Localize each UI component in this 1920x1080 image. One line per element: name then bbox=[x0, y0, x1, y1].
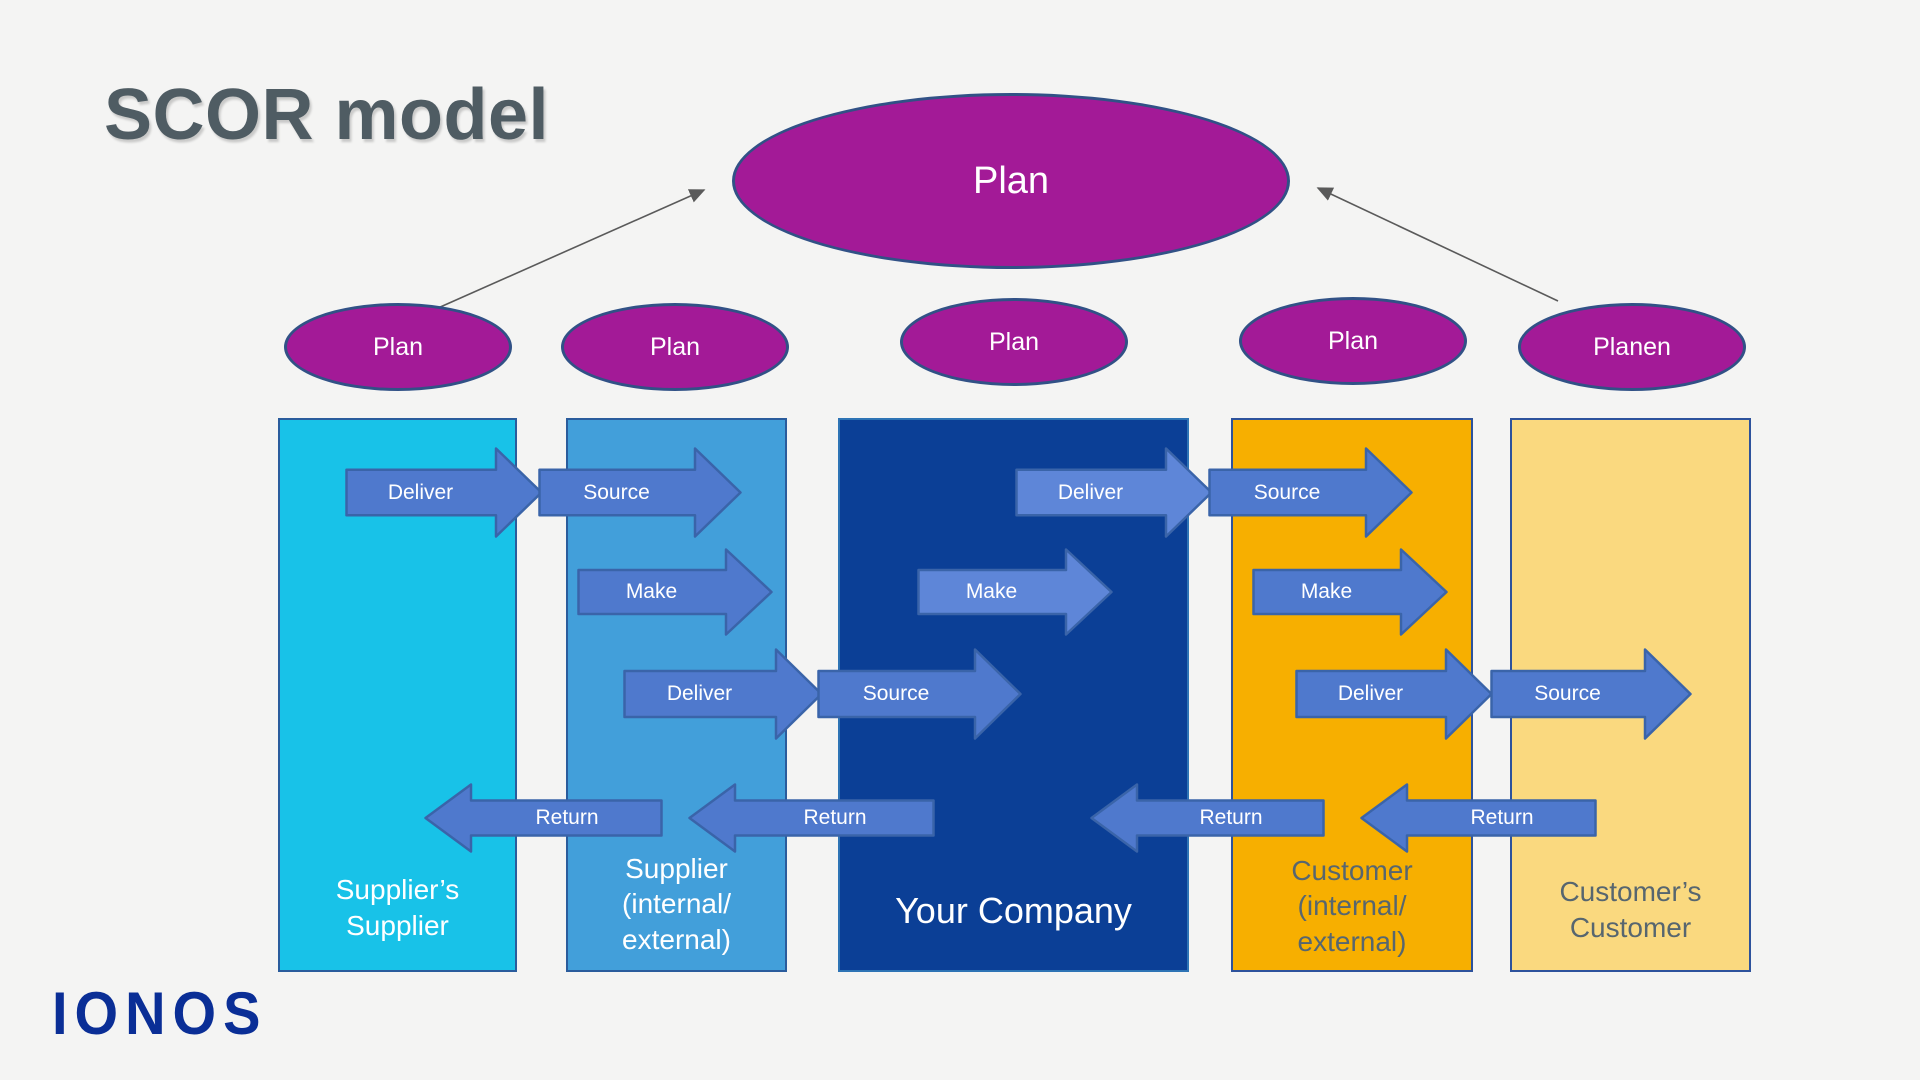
arrow-source-supplier: Source bbox=[538, 447, 742, 538]
block-arrow-shape bbox=[424, 783, 663, 853]
column-label: Your Company bbox=[895, 889, 1132, 931]
block-arrow-shape bbox=[1090, 783, 1325, 853]
block-arrow-shape bbox=[1252, 548, 1448, 636]
arrow-return-customer2-to-customer: Return bbox=[1360, 783, 1597, 853]
arrow-label: Return bbox=[803, 806, 867, 829]
block-arrow-shape bbox=[1360, 783, 1597, 853]
plan-ellipse-label: Plan bbox=[1327, 326, 1379, 355]
connector-arrow-left bbox=[437, 189, 706, 309]
plan-ellipse-label: Planen bbox=[1593, 332, 1671, 361]
column-label: Customer (internal/ external) bbox=[1291, 854, 1413, 958]
block-arrow-shape bbox=[1015, 447, 1213, 538]
arrow-label: Return bbox=[535, 806, 599, 829]
arrow-source-your-company: Source bbox=[817, 648, 1022, 740]
plan-hub-label: Plan bbox=[972, 159, 1050, 202]
column-label: Customer’s Customer bbox=[1559, 876, 1702, 944]
arrow-label: Return bbox=[1470, 806, 1534, 829]
arrow-make-your-company: Make bbox=[917, 548, 1113, 636]
arrow-source-customer2: Source bbox=[1490, 648, 1692, 740]
block-arrow-shape bbox=[1208, 447, 1413, 538]
arrow-label: Make bbox=[965, 580, 1018, 603]
arrow-label: Deliver bbox=[387, 480, 454, 504]
arrow-deliver-supplier2-to-supplier: Deliver bbox=[345, 447, 543, 538]
arrow-return-company-to-supplier: Return bbox=[688, 783, 935, 853]
arrow-label: Make bbox=[625, 580, 678, 603]
plan-ellipse-2: Plan bbox=[561, 303, 789, 391]
connector-arrow-right bbox=[1316, 187, 1559, 302]
plan-ellipse-label: Plan bbox=[372, 332, 424, 361]
arrow-label: Deliver bbox=[666, 682, 733, 705]
block-arrow-shape bbox=[345, 447, 543, 538]
arrow-make-supplier: Make bbox=[577, 548, 773, 636]
arrow-label: Make bbox=[1300, 580, 1353, 603]
arrow-deliver-company-to-customer: Deliver bbox=[1015, 447, 1213, 538]
arrow-return-customer-to-company: Return bbox=[1090, 783, 1325, 853]
column-label: Supplier (internal/ external) bbox=[622, 852, 731, 956]
arrow-label: Source bbox=[583, 480, 650, 504]
plan-hub-ellipse: Plan bbox=[732, 93, 1290, 269]
block-arrow-shape bbox=[688, 783, 935, 853]
arrow-label: Source bbox=[1534, 682, 1601, 705]
arrow-deliver-customer-to-customer2: Deliver bbox=[1295, 648, 1493, 740]
arrow-label: Deliver bbox=[1057, 480, 1124, 504]
column-label: Supplier’s Supplier bbox=[335, 874, 460, 942]
plan-ellipse-4: Plan bbox=[1239, 297, 1467, 385]
arrow-label: Deliver bbox=[1337, 682, 1404, 705]
block-arrow-shape bbox=[623, 648, 823, 740]
block-arrow-shape bbox=[1490, 648, 1692, 740]
plan-ellipse-label: Plan bbox=[988, 327, 1040, 356]
page-title: SCOR model bbox=[104, 75, 550, 155]
arrow-deliver-supplier-to-company: Deliver bbox=[623, 648, 823, 740]
arrow-label: Return bbox=[1199, 806, 1263, 829]
ionos-logo: IONOS bbox=[52, 979, 268, 1048]
block-arrow-shape bbox=[817, 648, 1022, 740]
arrow-source-customer: Source bbox=[1208, 447, 1413, 538]
arrow-make-customer: Make bbox=[1252, 548, 1448, 636]
plan-ellipse-5: Planen bbox=[1518, 303, 1746, 391]
arrow-label: Source bbox=[862, 682, 930, 705]
block-arrow-shape bbox=[577, 548, 773, 636]
arrow-label: Source bbox=[1253, 480, 1321, 504]
arrow-return-supplier-to-supplier2: Return bbox=[424, 783, 663, 853]
plan-ellipse-label: Plan bbox=[649, 332, 701, 361]
block-arrow-shape bbox=[538, 447, 742, 538]
plan-ellipse-3: Plan bbox=[900, 298, 1128, 386]
plan-ellipse-1: Plan bbox=[284, 303, 512, 391]
block-arrow-shape bbox=[917, 548, 1113, 636]
block-arrow-shape bbox=[1295, 648, 1493, 740]
